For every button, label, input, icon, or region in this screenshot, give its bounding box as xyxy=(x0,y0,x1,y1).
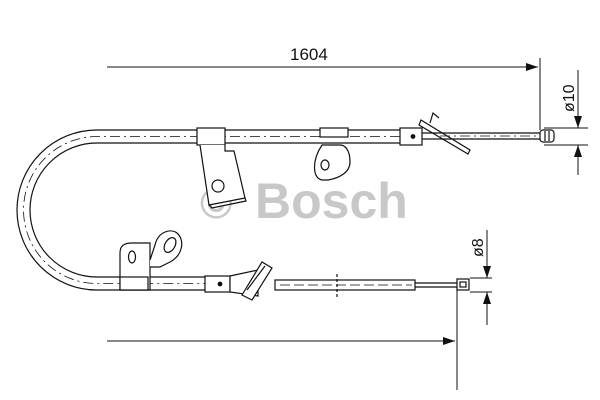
diameter-bottom-label: ø8 xyxy=(470,238,487,257)
cable-sheath-inner xyxy=(29,142,400,278)
bracket-collar xyxy=(196,127,226,146)
top-cable-end xyxy=(539,129,555,143)
watermark-brand: Bosch xyxy=(255,173,408,229)
mounting-bracket xyxy=(199,144,246,206)
cable-clip xyxy=(319,127,349,138)
cable xyxy=(16,111,555,301)
length-label: 1604 xyxy=(290,45,328,64)
diameter-top-label: ø10 xyxy=(561,84,578,112)
bottom-clip xyxy=(241,261,273,301)
bottom-ferrule xyxy=(204,275,231,293)
bottom-cable-end xyxy=(456,278,470,291)
cable-sheath-outer xyxy=(16,129,400,291)
cable-centerline xyxy=(23,136,400,284)
top-clip xyxy=(418,119,471,155)
dimension-lines xyxy=(107,58,588,390)
